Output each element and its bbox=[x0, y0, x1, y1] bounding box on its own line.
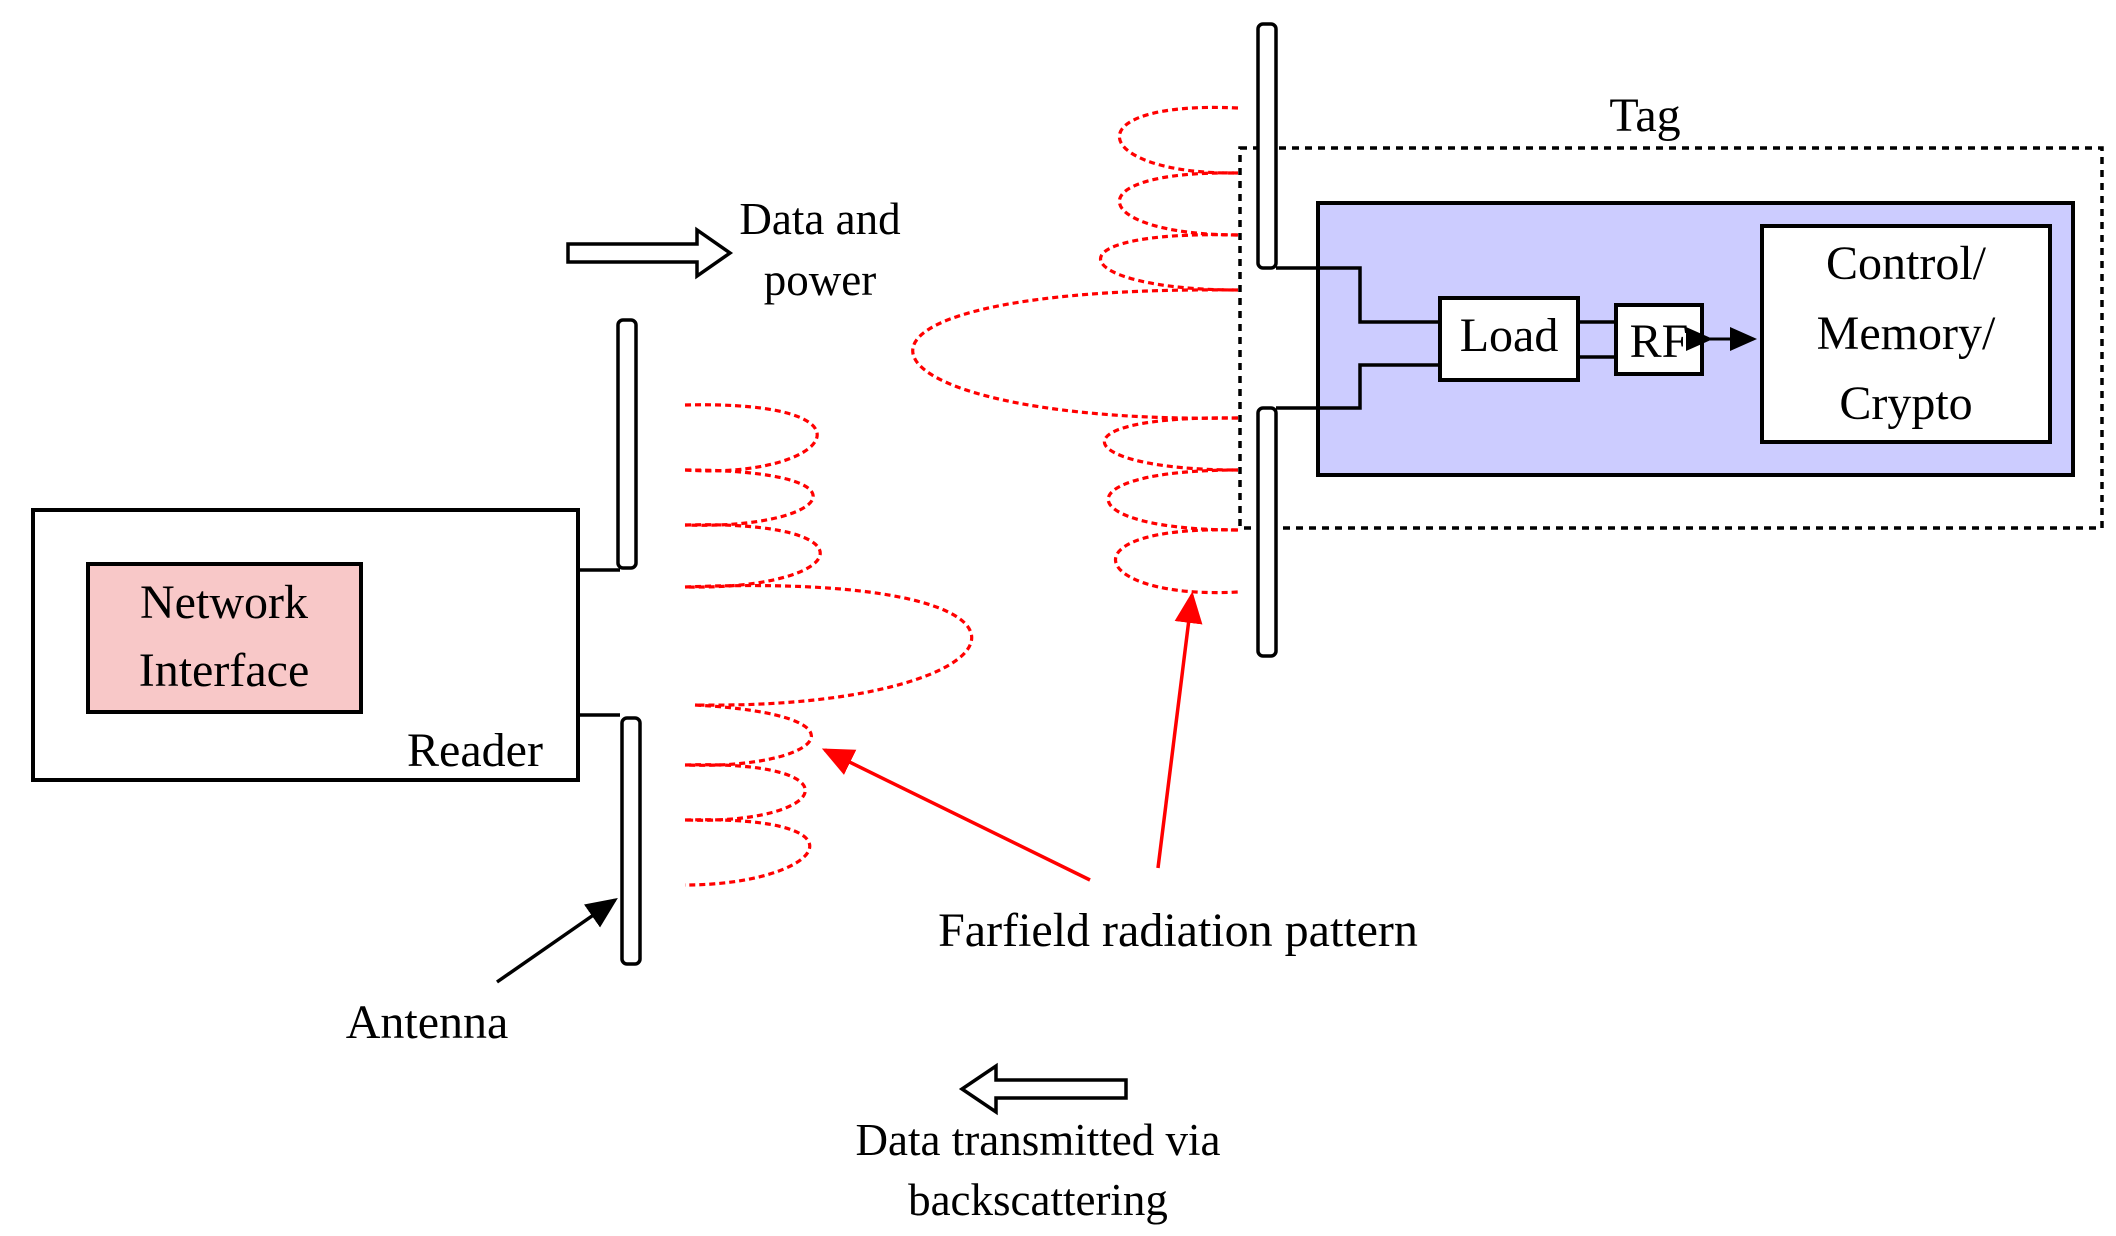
tag-antenna-feed-bottom bbox=[1276, 363, 1440, 410]
antenna-label: Antenna bbox=[346, 996, 509, 1049]
backscatter-arrow bbox=[958, 1062, 1128, 1116]
farfield-pointer-right bbox=[1156, 591, 1203, 869]
reader-antenna-upper-element bbox=[616, 318, 638, 570]
reader-label: Reader bbox=[407, 724, 543, 777]
tag-radiation-pattern bbox=[911, 105, 1239, 595]
tag-label: Tag bbox=[1609, 89, 1680, 142]
backscatter-label-1: Data transmitted via bbox=[856, 1115, 1221, 1165]
network-interface-label-1: Network bbox=[140, 576, 308, 629]
reader-radiation-pattern bbox=[684, 403, 974, 887]
tag-antenna-upper-element bbox=[1256, 22, 1278, 270]
farfield-label: Farfield radiation pattern bbox=[938, 904, 1418, 957]
load-box bbox=[1438, 296, 1580, 382]
data-power-arrow bbox=[566, 226, 734, 280]
reader-antenna-lower-element bbox=[620, 716, 642, 966]
data-power-label-1: Data and bbox=[739, 194, 900, 244]
antenna-pointer bbox=[496, 898, 618, 984]
rf-box bbox=[1614, 303, 1704, 376]
tag-boundary bbox=[1238, 146, 2104, 530]
network-interface-box bbox=[86, 562, 363, 714]
network-interface-label-2: Interface bbox=[139, 644, 310, 697]
memory-label: Memory/ bbox=[1817, 307, 1996, 360]
crypto-label: Crypto bbox=[1839, 377, 1972, 430]
data-power-label-2: power bbox=[764, 255, 876, 305]
rf-label: RF bbox=[1630, 315, 1689, 368]
control-label: Control/ bbox=[1826, 237, 1987, 290]
load-label: Load bbox=[1460, 309, 1559, 362]
tag-antenna-lower-element bbox=[1256, 406, 1278, 658]
tag-antenna-feed-top bbox=[1276, 266, 1440, 324]
backscatter-label-2: backscattering bbox=[908, 1175, 1168, 1225]
control-memory-crypto-box bbox=[1760, 224, 2052, 444]
farfield-pointer-left bbox=[821, 748, 1091, 882]
